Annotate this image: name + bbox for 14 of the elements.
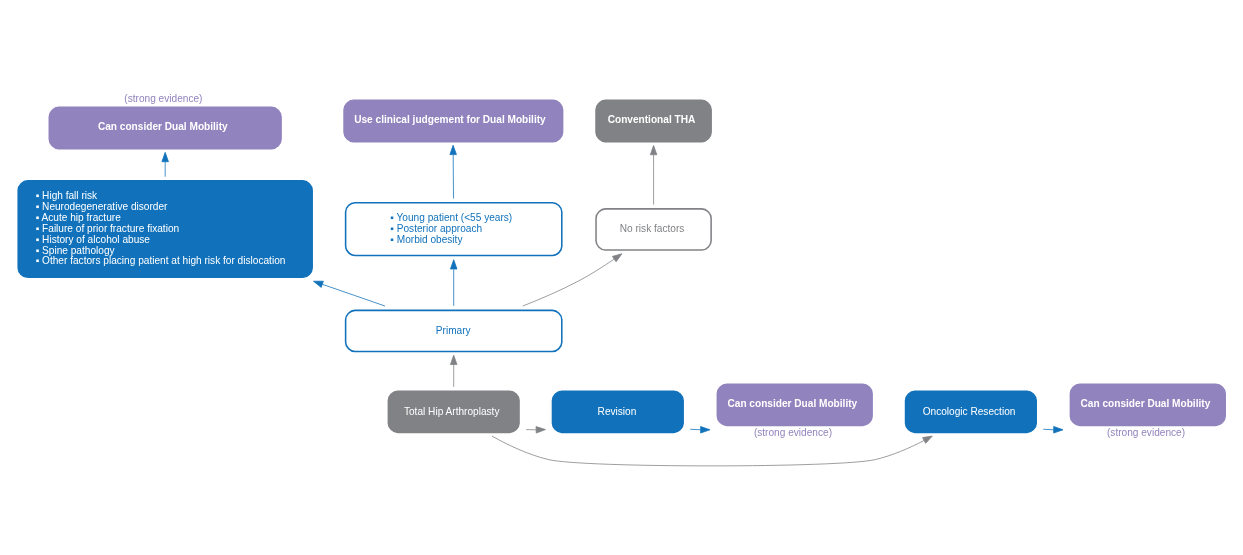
arrow — [1042, 426, 1064, 434]
node-label: (strong evidence) — [124, 93, 203, 105]
arrow — [491, 435, 933, 467]
arrow — [649, 145, 658, 205]
node-label: (strong evidence) — [753, 426, 833, 438]
arrow — [689, 426, 711, 434]
arrow — [161, 152, 169, 178]
arrow — [313, 280, 386, 307]
node-label: (strong evidence) — [1106, 426, 1186, 438]
arrow — [449, 144, 457, 199]
arrow — [450, 354, 458, 388]
arrow — [450, 259, 458, 307]
arrow — [525, 426, 546, 434]
arrow — [522, 253, 623, 307]
